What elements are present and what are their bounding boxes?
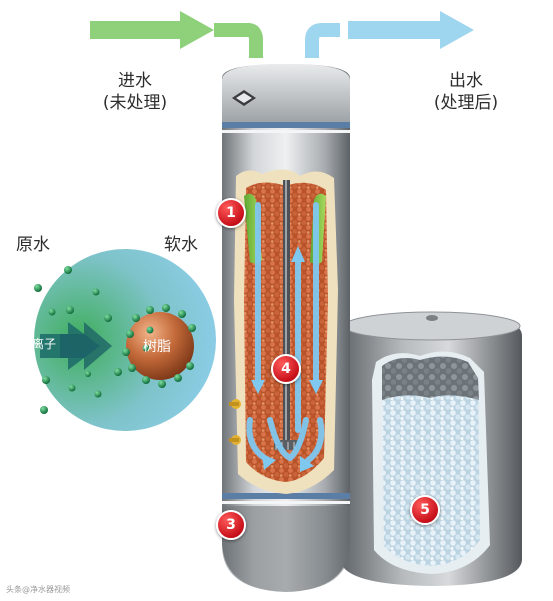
outlet-label-line1: 出水 bbox=[449, 71, 483, 91]
callout-1: 1 bbox=[216, 198, 246, 228]
ion-exchange-circle bbox=[34, 249, 216, 431]
resin-label: 树脂 bbox=[143, 339, 171, 355]
inlet-label-line1: 进水 bbox=[118, 71, 152, 91]
softener-tank bbox=[222, 64, 350, 592]
soft-water-label: 软水 bbox=[164, 235, 198, 255]
inlet-label-line2: (未处理) bbox=[102, 93, 168, 113]
callout-4: 4 bbox=[271, 354, 301, 384]
outlet-label: 出水 (处理后) bbox=[418, 70, 514, 114]
watermark: 头条@净水器视频 bbox=[6, 585, 70, 594]
raw-water-label: 原水 bbox=[16, 235, 50, 255]
brine-tank bbox=[338, 311, 522, 586]
inlet-arrow bbox=[90, 11, 263, 58]
callout-3: 3 bbox=[216, 510, 246, 540]
callout-5: 5 bbox=[410, 495, 440, 525]
outlet-label-line2: (处理后) bbox=[433, 93, 499, 113]
valve-fittings bbox=[229, 399, 241, 445]
inlet-label: 进水 (未处理) bbox=[92, 70, 178, 114]
outlet-arrow bbox=[305, 11, 474, 58]
hardness-ions-label: 硬度离子 bbox=[8, 337, 57, 351]
